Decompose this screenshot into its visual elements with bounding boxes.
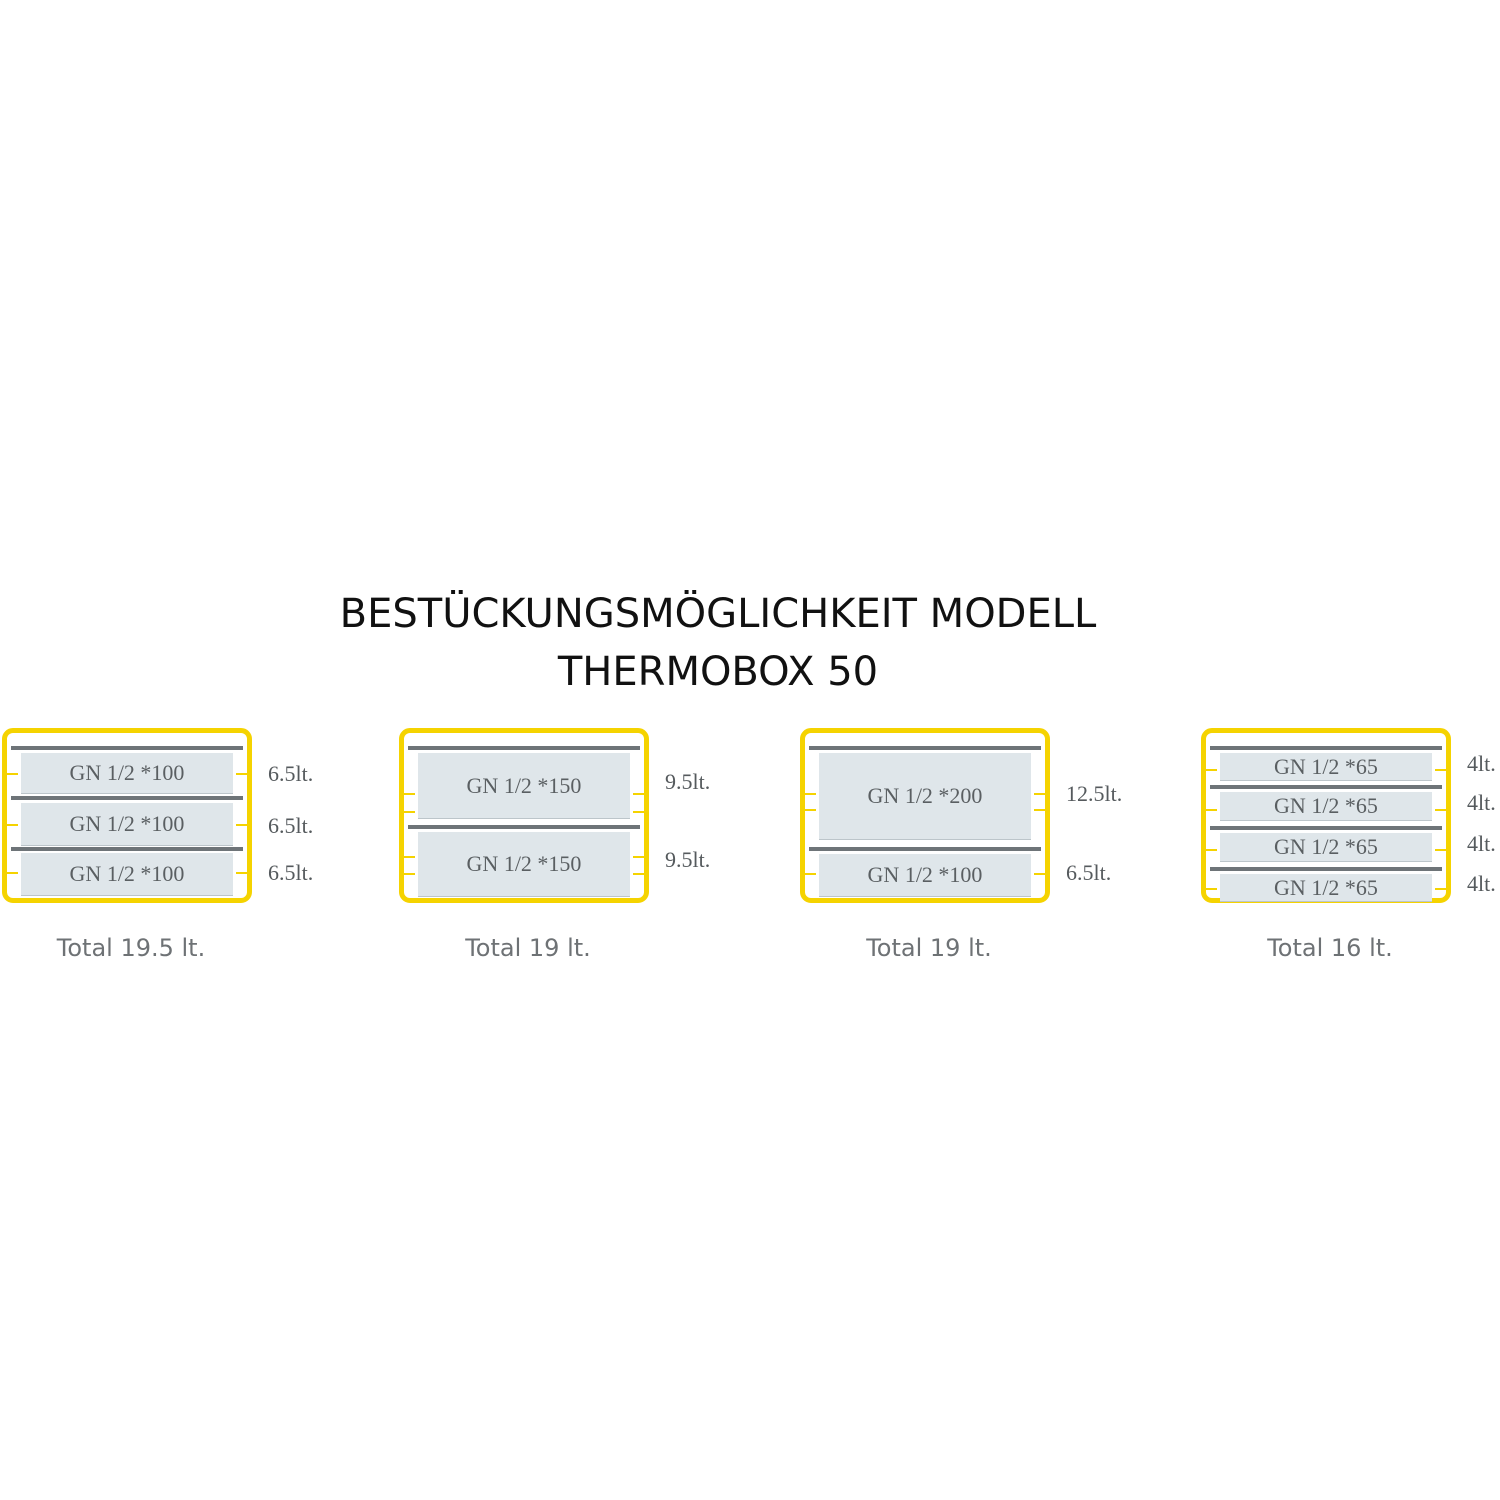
title-line-2: THERMOBOX 50 <box>557 649 879 695</box>
total-label: Total 19.5 lt. <box>56 934 206 962</box>
volume-label: 4lt. <box>1467 751 1496 776</box>
pan-3: GN 1/2 *65 <box>1220 833 1432 862</box>
thermobox-frame: GN 1/2 *150 GN 1/2 *150 <box>399 728 649 903</box>
page-title: BESTÜCKUNGSMÖGLICHKEIT MODELL THERMOBOX … <box>0 585 1436 701</box>
volume-label: 6.5lt. <box>1066 860 1112 885</box>
pan-1: GN 1/2 *150 <box>418 753 630 819</box>
pan-2: GN 1/2 *65 <box>1220 792 1432 821</box>
title-line-1: BESTÜCKUNGSMÖGLICHKEIT MODELL <box>339 591 1097 637</box>
rail <box>1210 826 1442 830</box>
pan-3: GN 1/2 *100 <box>21 853 233 896</box>
configuration-3: GN 1/2 *200 GN 1/2 *100 12.5lt. 6.5lt. T… <box>800 728 1140 978</box>
rail <box>1210 867 1442 871</box>
volume-label: 6.5lt. <box>268 761 314 786</box>
rail <box>11 746 243 750</box>
configuration-2: GN 1/2 *150 GN 1/2 *150 9.5lt. 9.5lt. To… <box>399 728 739 978</box>
pan-4: GN 1/2 *65 <box>1220 874 1432 902</box>
rail <box>809 746 1041 750</box>
pan-1: GN 1/2 *200 <box>819 753 1031 840</box>
configuration-4: GN 1/2 *65 GN 1/2 *65 GN 1/2 *65 GN 1/2 … <box>1201 728 1500 978</box>
rail <box>1210 785 1442 789</box>
volume-label: 6.5lt. <box>268 860 314 885</box>
volume-label: 6.5lt. <box>268 813 314 838</box>
rail <box>1210 746 1442 750</box>
thermobox-frame: GN 1/2 *100 GN 1/2 *100 GN 1/2 *100 <box>2 728 252 903</box>
pan-2: GN 1/2 *100 <box>21 803 233 846</box>
total-label: Total 16 lt. <box>1267 934 1393 962</box>
thermobox-frame: GN 1/2 *65 GN 1/2 *65 GN 1/2 *65 GN 1/2 … <box>1201 728 1451 903</box>
volume-label: 12.5lt. <box>1066 781 1123 806</box>
rail <box>11 847 243 851</box>
pan-2: GN 1/2 *150 <box>418 832 630 897</box>
thermobox-frame: GN 1/2 *200 GN 1/2 *100 <box>800 728 1050 903</box>
volume-label: 9.5lt. <box>665 847 711 872</box>
pan-1: GN 1/2 *65 <box>1220 753 1432 781</box>
total-label: Total 19 lt. <box>866 934 992 962</box>
rail <box>809 847 1041 851</box>
volume-label: 4lt. <box>1467 831 1496 856</box>
rail <box>408 825 640 829</box>
volume-label: 4lt. <box>1467 871 1496 896</box>
rail <box>408 746 640 750</box>
configuration-1: GN 1/2 *100 GN 1/2 *100 GN 1/2 *100 6.5l… <box>2 728 342 978</box>
pan-2: GN 1/2 *100 <box>819 854 1031 897</box>
volume-label: 9.5lt. <box>665 769 711 794</box>
total-label: Total 19 lt. <box>465 934 591 962</box>
volume-label: 4lt. <box>1467 790 1496 815</box>
pan-1: GN 1/2 *100 <box>21 753 233 794</box>
rail <box>11 796 243 800</box>
